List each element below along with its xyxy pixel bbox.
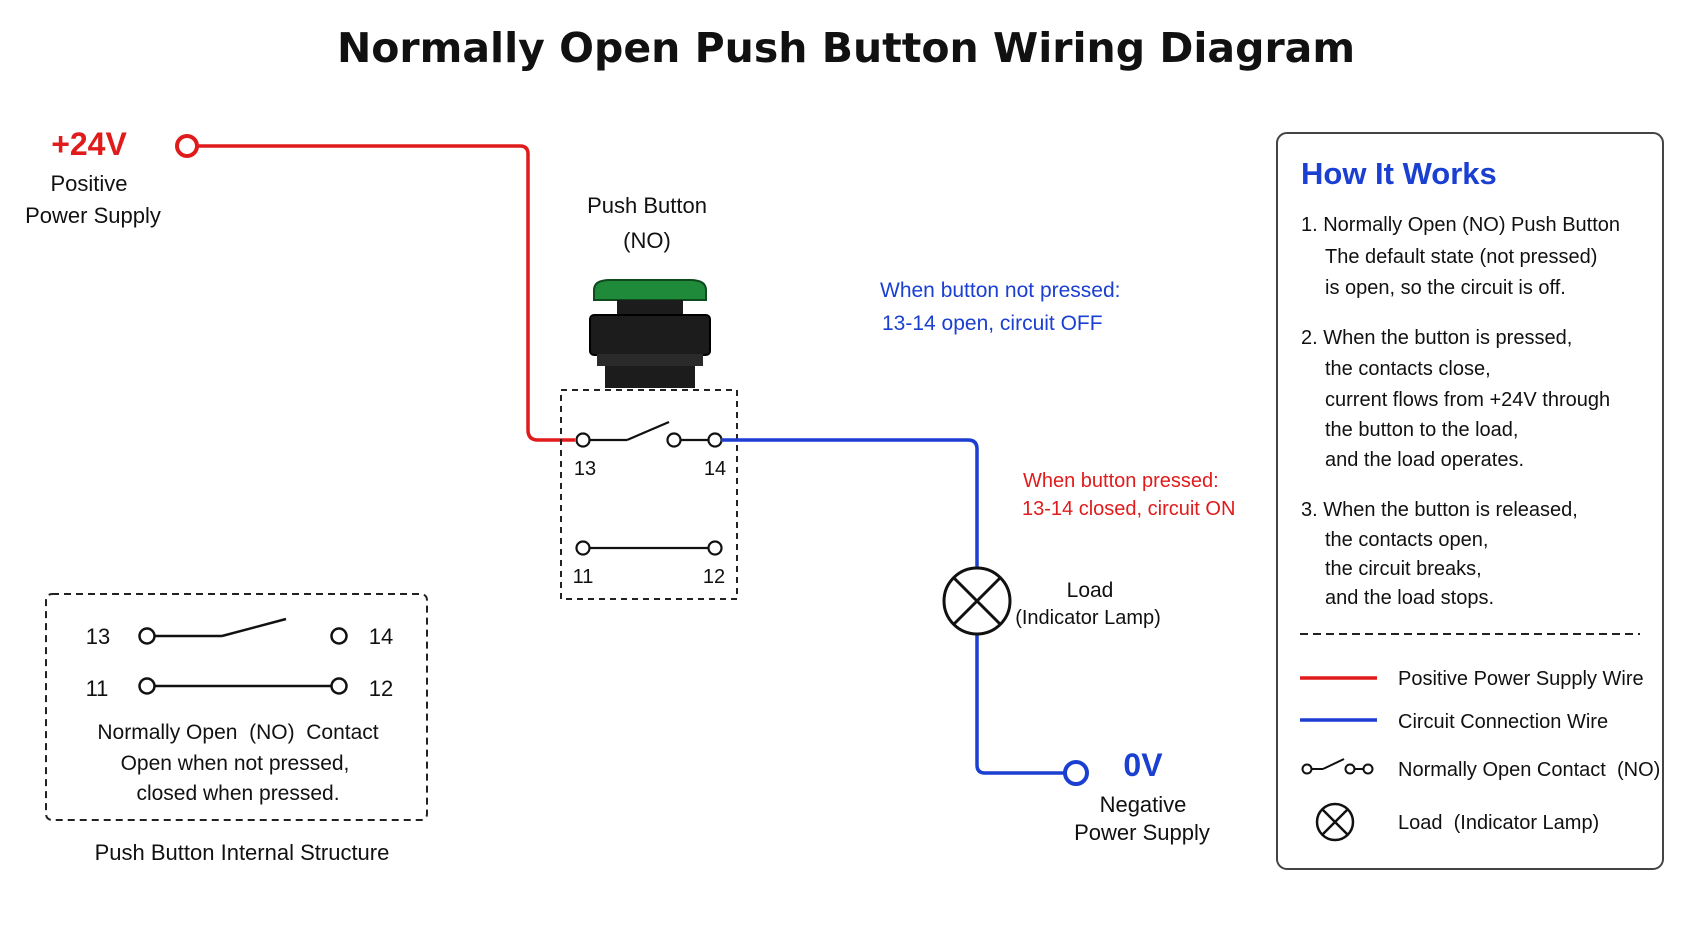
internal-terminal-12-label: 12 [369,676,393,701]
legend-no-contact-blade [1322,758,1345,770]
step1-line3: is open, so the circuit is off. [1325,277,1566,299]
step2-line5: and the load operates. [1325,449,1524,471]
legend-positive-wire-label: Positive Power Supply Wire [1398,668,1644,690]
internal-terminal-13-icon [138,627,156,645]
legend-lamp-icon [1315,802,1355,842]
step3-line3: the circuit breaks, [1325,558,1482,580]
push-button-label-line1: Push Button [587,193,707,218]
positive-voltage-label: +24V [51,126,127,162]
how-it-works-box [1276,132,1664,870]
button-ring-icon [597,354,703,366]
internal-desc-line2: Open when not pressed, [121,752,350,775]
no-contact-blade [626,420,670,442]
negative-voltage-label: 0V [1123,747,1163,783]
how-it-works-heading: How It Works [1301,156,1497,191]
internal-no-blade [221,617,287,638]
step1-line1: 1. Normally Open (NO) Push Button [1301,214,1620,236]
terminal-14-label: 14 [704,458,726,480]
negative-label-line1: Negative [1100,792,1187,817]
step1-line2: The default state (not pressed) [1325,246,1597,268]
terminal-13-label: 13 [574,458,596,480]
positive-supply: +24V Positive Power Supply [25,126,199,228]
internal-terminal-14-label: 14 [369,624,393,649]
legend-no-contact-icon [1301,758,1374,775]
step2-line3: current flows from +24V through [1325,389,1610,411]
load-label-line2: (Indicator Lamp) [1015,607,1161,629]
note-not-pressed-line1: When button not pressed: [880,279,1121,302]
button-cap-icon [593,279,707,301]
step3-line4: and the load stops. [1325,587,1494,609]
step3-line2: the contacts open, [1325,529,1488,551]
legend-circuit-wire-label: Circuit Connection Wire [1398,711,1608,733]
terminal-11-icon [575,540,591,556]
legend-no-contact-right [1362,763,1374,775]
legend-lamp-cross-b [1321,808,1349,836]
internal-desc-line3: closed when pressed. [136,782,339,805]
legend-no-contact-label: Normally Open Contact (NO) [1398,759,1660,781]
negative-label-line2: Power Supply [1074,820,1210,845]
internal-terminal-12-icon [330,677,348,695]
contact-block [560,389,738,600]
push-button: Push Button (NO) 13 14 11 12 [560,193,738,600]
terminal-11-label: 11 [573,566,594,588]
button-body-icon [589,314,711,356]
positive-terminal-icon [175,134,199,158]
legend-load-label: Load (Indicator Lamp) [1398,812,1599,834]
positive-label-line1: Positive [50,171,127,196]
step2-line1: 2. When the button is pressed, [1301,327,1572,349]
terminal-14-icon [707,432,723,448]
circuit-wire [721,438,1064,775]
step3-line1: 3. When the button is released, [1301,499,1578,521]
terminal-12-icon [707,540,723,556]
internal-terminal-11-icon [138,677,156,695]
load-label-line1: Load [1067,579,1114,602]
internal-structure-caption: Push Button Internal Structure [95,840,390,865]
internal-structure-box [45,593,428,821]
internal-structure: 13 14 11 12 Normally Open (NO) Contact O… [45,593,428,865]
internal-terminal-11-label: 11 [86,676,109,701]
positive-wire [197,144,575,442]
note-pressed-line2: 13-14 closed, circuit ON [1022,498,1235,520]
legend-no-contact-left [1301,763,1313,775]
no-contact-point-icon [666,432,682,448]
note-pressed-line1: When button pressed: [1023,470,1219,492]
legend-no-contact-mid [1344,763,1356,775]
how-it-works-panel: How It Works 1. Normally Open (NO) Push … [1276,132,1664,870]
step2-line4: the button to the load, [1325,419,1519,441]
internal-terminal-14-icon [330,627,348,645]
internal-terminal-13-label: 13 [86,624,110,649]
button-collar-icon [617,300,683,316]
negative-terminal-icon [1063,760,1089,786]
internal-desc-line1: Normally Open (NO) Contact [97,721,378,744]
terminal-12-label: 12 [703,566,725,588]
load-lamp: Load (Indicator Lamp) [942,566,1161,636]
push-button-label-line2: (NO) [623,228,671,253]
terminal-13-icon [575,432,591,448]
step2-line2: the contacts close, [1325,358,1491,380]
positive-label-line2: Power Supply [25,203,161,228]
diagram-title: Normally Open Push Button Wiring Diagram [337,24,1355,72]
negative-supply: 0V Negative Power Supply [1063,747,1210,845]
button-base-icon [605,366,695,388]
note-not-pressed-line2: 13-14 open, circuit OFF [882,312,1103,335]
lamp-cross-b [952,576,1002,626]
